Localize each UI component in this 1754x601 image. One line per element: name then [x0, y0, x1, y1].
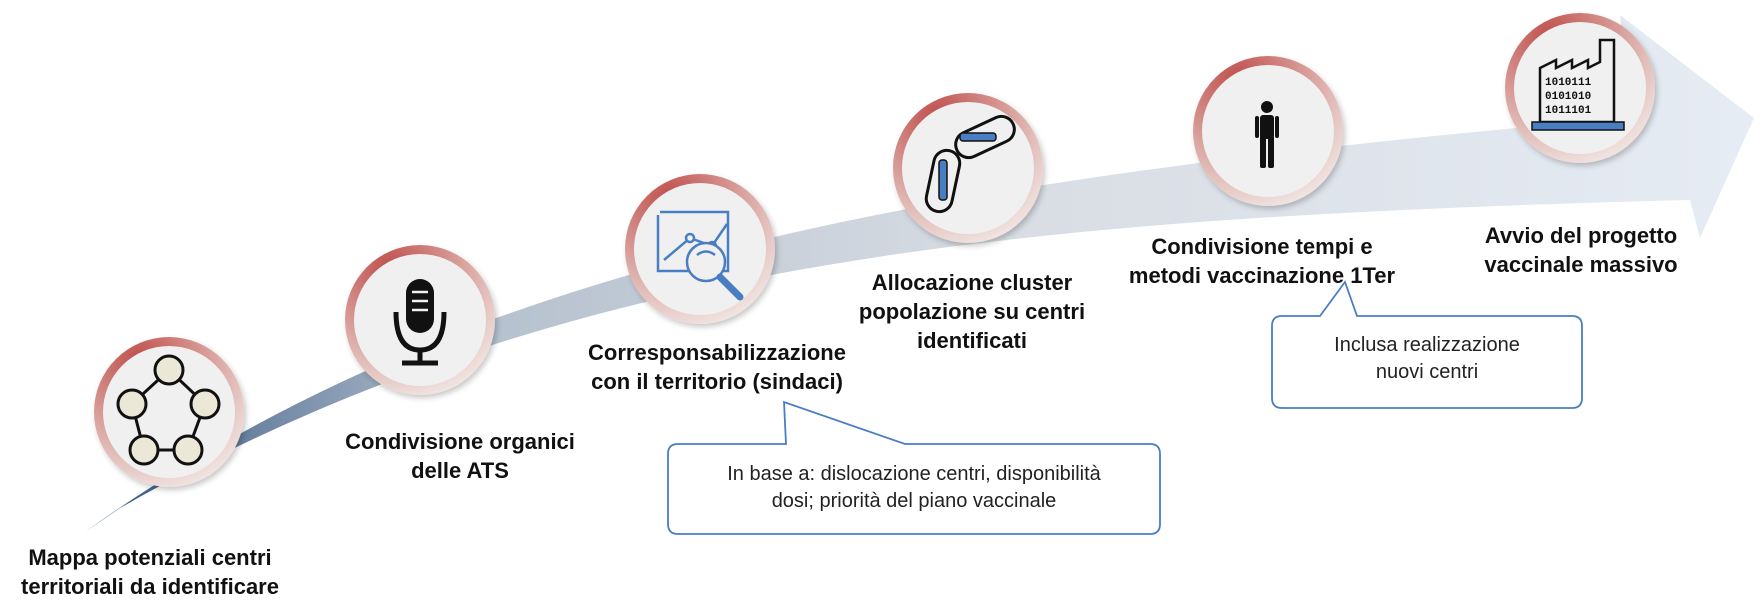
label-line: Allocazione cluster: [871, 270, 1073, 295]
callout-criteri: [667, 400, 1161, 535]
step-label-mappa: Mappa potenziali centri territoriali da …: [0, 543, 300, 601]
label-line: Corresponsabilizzazione: [588, 340, 846, 365]
callout-nuovi-centri: [1271, 280, 1583, 409]
label-line: con il territorio (sindaci): [591, 369, 843, 394]
callout-line: nuovi centri: [1375, 361, 1479, 383]
svg-text:1010111: 1010111: [1545, 77, 1592, 89]
step-label-territorio: Corresponsabilizzazione con il territori…: [572, 338, 862, 396]
step-label-avvio: Avvio del progetto vaccinale massivo: [1448, 221, 1714, 279]
callout-text-criteri: In base a: dislocazione centri, disponib…: [668, 461, 1160, 515]
chain-link-icon: [924, 114, 1016, 214]
callout-line: dosi; priorità del piano vaccinale: [771, 490, 1057, 512]
step-label-organici: Condivisione organici delle ATS: [318, 427, 602, 485]
label-line: metodi vaccinazione 1Ter: [1128, 263, 1396, 288]
label-line: Avvio del progetto: [1484, 223, 1678, 248]
factory-data-icon: 1010111 0101010 1011101: [1531, 38, 1625, 131]
person-icon: [1255, 101, 1279, 168]
step-label-cluster: Allocazione cluster popolazione su centr…: [836, 268, 1108, 355]
callout-line: Inclusa realizzazione: [1334, 334, 1520, 356]
label-line: Condivisione tempi e: [1151, 234, 1373, 259]
label-line: identificati: [916, 328, 1027, 353]
step-circle-cluster: [893, 93, 1043, 243]
label-line: Condivisione organici: [345, 429, 575, 454]
microphone-icon: [393, 279, 447, 366]
label-line: territoriali da identificare: [21, 574, 279, 599]
svg-text:1011101: 1011101: [1545, 105, 1592, 117]
label-line: Mappa potenziali centri: [28, 545, 272, 570]
network-pentagon-icon: [116, 354, 221, 466]
label-line: delle ATS: [411, 458, 509, 483]
chart-magnifier-icon: [656, 210, 744, 301]
callout-text-nuovi-centri: Inclusa realizzazione nuovi centri: [1272, 332, 1582, 386]
svg-text:0101010: 0101010: [1545, 91, 1591, 103]
label-line: popolazione su centri: [858, 299, 1086, 324]
step-label-tempi: Condivisione tempi e metodi vaccinazione…: [1112, 232, 1412, 290]
callout-line: In base a: dislocazione centri, disponib…: [727, 463, 1101, 485]
label-line: vaccinale massivo: [1484, 252, 1678, 277]
